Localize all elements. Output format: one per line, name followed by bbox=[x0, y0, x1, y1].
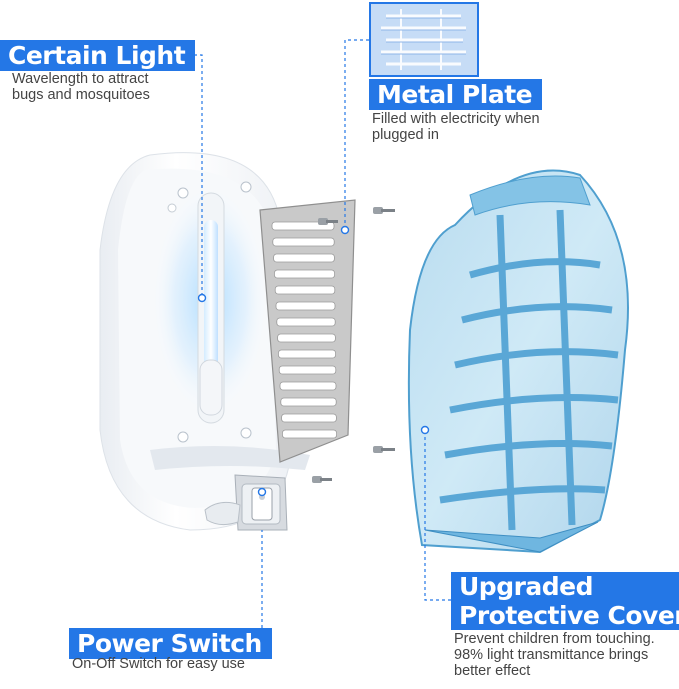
protective-cover-title-line: Protective Cover bbox=[459, 601, 679, 630]
leader-dots bbox=[197, 225, 430, 497]
protective-cover-description: Prevent children from touching. 98% ligh… bbox=[454, 631, 679, 679]
plate-slot bbox=[272, 237, 335, 247]
power-switch-title: Power Switch bbox=[69, 628, 272, 659]
protective-cover-title-line: Upgraded bbox=[459, 572, 594, 601]
certain-light-description: Wavelength to attract bugs and mosquitoe… bbox=[12, 71, 202, 103]
metal-plate-closeup bbox=[369, 2, 479, 77]
plate-slot bbox=[273, 269, 335, 279]
plate-slot bbox=[279, 381, 337, 391]
protective-cover-desc-line: 98% light transmittance brings bbox=[454, 647, 649, 663]
plate-slot bbox=[278, 365, 337, 375]
leader-lines bbox=[188, 39, 451, 640]
screws bbox=[312, 207, 395, 483]
uv-lamp bbox=[150, 180, 270, 424]
plate-closeup-graphic bbox=[371, 4, 477, 75]
plate-slot bbox=[280, 397, 337, 407]
plate-slot bbox=[281, 429, 337, 439]
plate-slot bbox=[281, 413, 337, 423]
certain-light-title: Certain Light bbox=[0, 40, 196, 71]
metal-plate-desc-line: Filled with electricity when bbox=[372, 111, 540, 127]
metal-plate-title: Metal Plate bbox=[369, 79, 543, 110]
certain-light-desc-line: bugs and mosquitoes bbox=[12, 87, 150, 103]
protective-cover bbox=[407, 169, 629, 554]
protective-cover-title: Upgraded Protective Cover bbox=[451, 572, 679, 630]
metal-plate bbox=[259, 199, 356, 463]
power-switch-description: On-Off Switch for easy use bbox=[72, 656, 292, 672]
plate-slot bbox=[276, 317, 336, 327]
plate-slot bbox=[275, 301, 336, 311]
metal-plate-description: Filled with electricity when plugged in bbox=[372, 111, 572, 143]
power-switch bbox=[204, 474, 288, 531]
plate-slot bbox=[277, 333, 336, 343]
plate-slot bbox=[277, 349, 336, 359]
protective-cover-desc-line: Prevent children from touching. bbox=[454, 631, 655, 647]
plate-slot bbox=[274, 285, 336, 295]
plate-slot bbox=[273, 253, 335, 263]
protective-cover-desc-line: better effect bbox=[454, 663, 531, 679]
power-switch-desc-line: On-Off Switch for easy use bbox=[72, 656, 245, 672]
certain-light-desc-line: Wavelength to attract bbox=[12, 71, 149, 87]
metal-plate-desc-line: plugged in bbox=[372, 127, 439, 143]
